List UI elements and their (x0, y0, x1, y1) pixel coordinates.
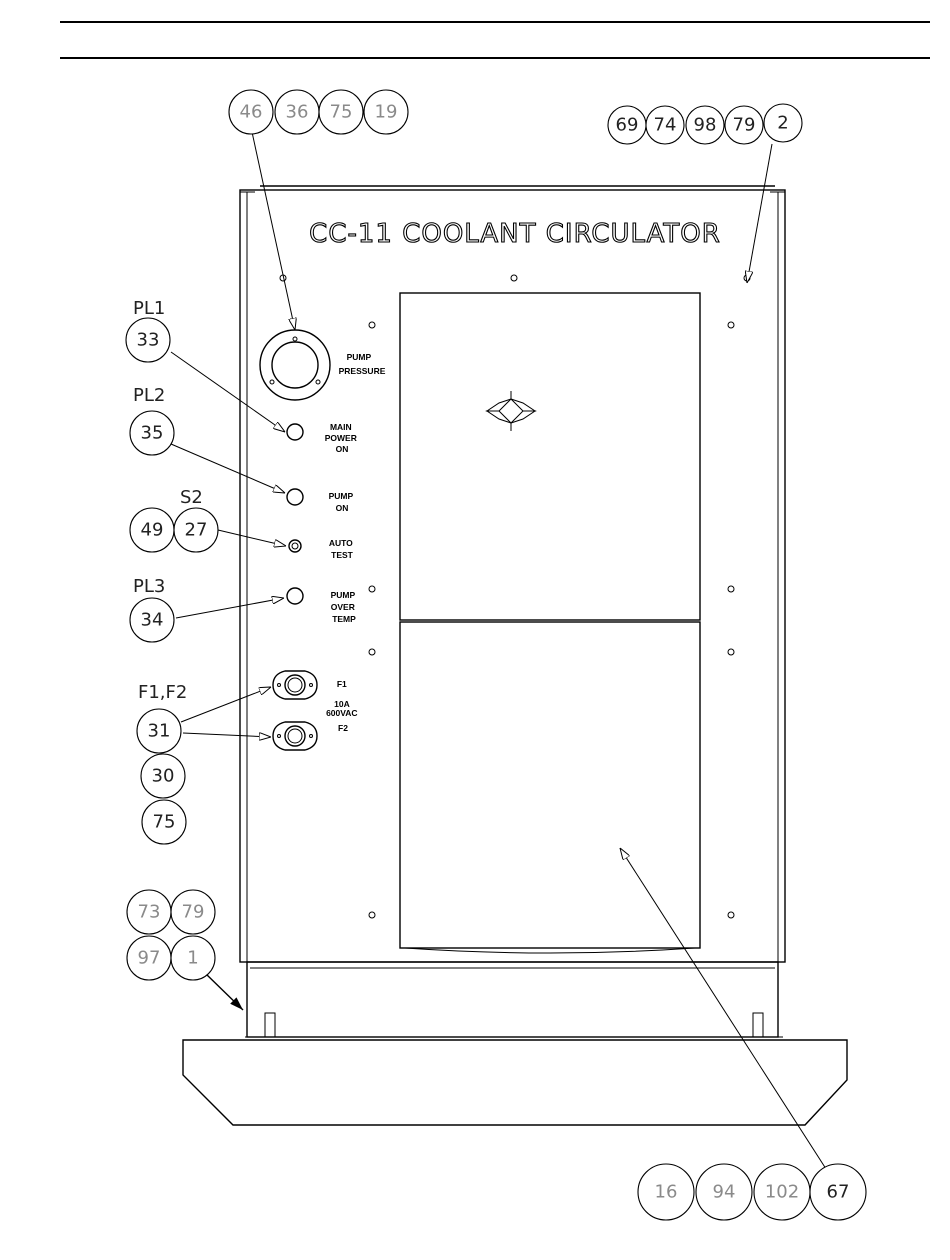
leader-lines (171, 132, 828, 1172)
callout-33: 33 (137, 330, 160, 351)
auto-test-switch (289, 540, 301, 552)
callout-27: 27 (185, 520, 208, 541)
callouts-top-right: 69 74 98 79 2 (608, 104, 802, 144)
callout-19: 19 (375, 102, 398, 123)
label-main-power-on: MAIN POWER ON (325, 422, 360, 454)
callout-36: 36 (286, 102, 309, 123)
callout-75: 75 (330, 102, 353, 123)
callout-97: 97 (138, 948, 161, 969)
cabinet (240, 186, 785, 962)
callout-79: 79 (733, 115, 756, 136)
callouts-base: 73 79 97 1 (127, 890, 215, 980)
callout-74: 74 (654, 115, 677, 136)
callout-30: 30 (152, 766, 175, 787)
designator-pl2: PL2 (133, 385, 165, 406)
callout-31: 31 (148, 721, 171, 742)
pump-pressure-gauge (260, 330, 330, 400)
callout-46: 46 (240, 102, 263, 123)
callouts-top-left: 46 36 75 19 (229, 90, 408, 134)
callout-67: 67 (827, 1182, 850, 1203)
callout-16: 16 (655, 1182, 678, 1203)
callout-98: 98 (694, 115, 717, 136)
designator-f1-f2: F1,F2 (138, 682, 187, 703)
callout-75-fuse: 75 (153, 812, 176, 833)
panel-title: CC-11 COOLANT CIRCULATOR (309, 219, 721, 249)
pump-over-temp-light (287, 588, 303, 604)
callout-35: 35 (141, 423, 164, 444)
callout-2: 2 (777, 113, 788, 134)
callout-34: 34 (141, 610, 164, 631)
callout-69: 69 (616, 115, 639, 136)
diamond-logo (487, 391, 535, 431)
callout-1: 1 (187, 948, 198, 969)
label-pump-on: PUMP ON (329, 491, 356, 513)
designator-pl1: PL1 (133, 298, 165, 319)
designator-s2: S2 (180, 487, 203, 508)
label-fuses: F1 10A 600VAC F2 (326, 679, 360, 733)
callout-102: 102 (765, 1182, 799, 1203)
base (183, 1040, 847, 1125)
callout-94: 94 (713, 1182, 736, 1203)
main-power-light (287, 424, 303, 440)
designator-pl3: PL3 (133, 576, 165, 597)
callout-49: 49 (141, 520, 164, 541)
callout-79-base: 79 (182, 902, 205, 923)
label-auto-test: AUTO TEST (329, 538, 355, 560)
pump-on-light (287, 489, 303, 505)
callout-73: 73 (138, 902, 161, 923)
callouts-bottom-right: 16 94 102 67 (638, 1164, 866, 1220)
fuse-holder-f1 (273, 671, 317, 699)
label-pump-pressure: PUMP PRESSURE (339, 352, 386, 376)
fuse-holder-f2 (273, 722, 317, 750)
door-panels (400, 293, 700, 953)
label-pump-over-temp: PUMP OVER TEMP (331, 590, 358, 624)
kick-panel (245, 962, 783, 1037)
